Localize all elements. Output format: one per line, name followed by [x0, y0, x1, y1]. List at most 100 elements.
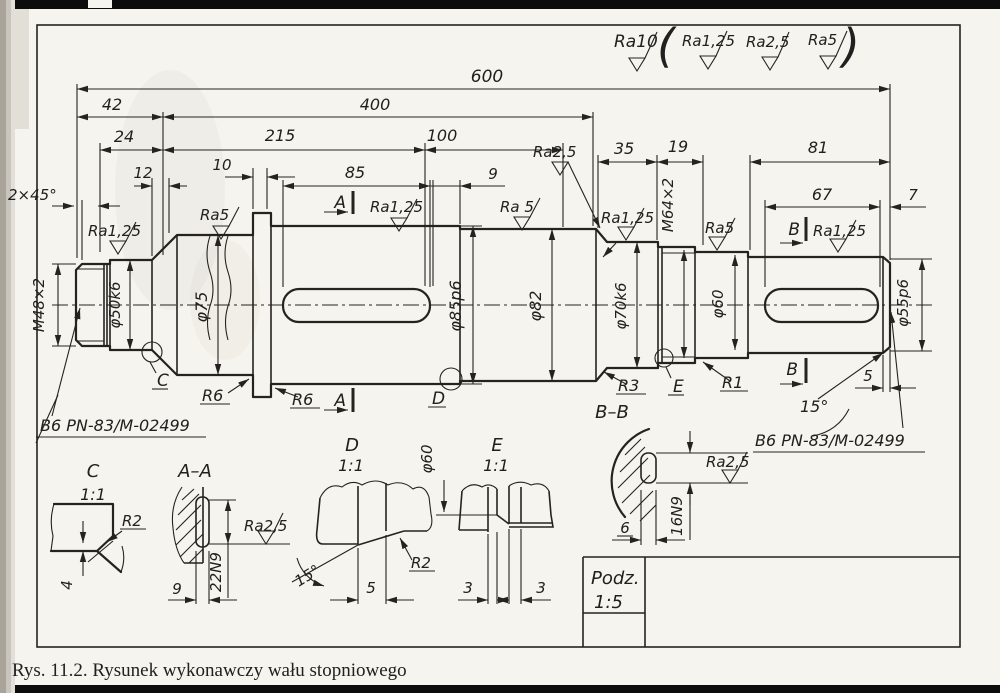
- detail-c-depth: 4: [58, 580, 76, 590]
- detail-view-aa: A–A Ra2,5 22N9 9: [168, 461, 290, 604]
- ra125-note-label: Ra1,25: [682, 32, 735, 50]
- thread-lines: [77, 252, 695, 358]
- extension-lines: [52, 84, 932, 392]
- detail-d-title: D: [345, 435, 359, 456]
- radius-r1: R1: [722, 373, 743, 392]
- dim-chamfer: 2×45°: [8, 186, 57, 204]
- break-lines: [206, 235, 232, 341]
- detail-d-width: 5: [366, 579, 376, 597]
- section-bb-ra: Ra2,5: [706, 453, 749, 471]
- center-hole-note-left: B6 PN-83/M-02499: [40, 416, 190, 435]
- keyway-profile: [195, 496, 210, 548]
- detail-e-scale: 1:1: [483, 456, 509, 475]
- dim-67: 67: [812, 185, 833, 204]
- dim-24: 24: [114, 127, 134, 146]
- dim-400: 400: [360, 95, 391, 114]
- hatching: [175, 488, 204, 564]
- ra5-note-label: Ra5: [808, 31, 837, 49]
- dim-42: 42: [102, 95, 122, 114]
- ra-mark-label: Ra1,25: [370, 198, 423, 216]
- section-markers: A A B B: [324, 191, 808, 414]
- detail-marker-c: C: [157, 371, 169, 391]
- dia-75: φ75: [192, 292, 211, 323]
- dia-55p6: φ55p6: [894, 279, 912, 327]
- title-block-scale-value: 1:5: [594, 592, 623, 613]
- radius-r3: R3: [618, 376, 639, 395]
- section-bb-depth: 6: [620, 519, 630, 537]
- radius-r6-right: R6: [292, 390, 313, 409]
- roughness-icon: [761, 31, 790, 72]
- dim-7: 7: [908, 186, 918, 204]
- center-hole-notes: B6 PN-83/M-02499 B6 PN-83/M-02499: [35, 307, 925, 453]
- dia-82: φ82: [526, 291, 545, 322]
- section-view-bb: B–B Ra2,5 16N9 6: [595, 402, 749, 545]
- detail-d-r2: R2: [411, 554, 431, 572]
- section-b-top: B: [788, 220, 800, 240]
- dim-35: 35: [614, 139, 634, 158]
- detail-e-right: 3: [536, 579, 546, 597]
- section-b-bottom: B: [786, 360, 798, 380]
- ra-mark-label: Ra2,5: [533, 143, 576, 161]
- roughness-icon: [819, 30, 848, 71]
- drawing-frame: [36, 24, 961, 648]
- ra25-note-label: Ra2,5: [746, 33, 789, 51]
- section-bb-width: 16N9: [668, 496, 686, 536]
- ra-mark-label: Ra5: [200, 206, 229, 224]
- ra10-label: Ra10: [614, 32, 658, 52]
- dia-50k6: φ50k6: [106, 281, 124, 328]
- detail-e-title: E: [491, 435, 503, 456]
- dim-81: 81: [808, 138, 828, 157]
- detail-aa-title: A–A: [177, 461, 212, 482]
- title-block-scale-label: Podz.: [591, 568, 639, 589]
- detail-marker-e: E: [673, 377, 684, 397]
- dim-12: 12: [133, 164, 152, 182]
- section-bb-title: B–B: [595, 402, 629, 423]
- detail-d-angle: 15°: [291, 561, 323, 590]
- detail-callouts: C D E R6 R6 R3 R1 15°: [141, 341, 884, 437]
- ra-mark-label: Ra1,25: [88, 222, 141, 240]
- ra-mark-label: Ra 5: [500, 198, 534, 216]
- detail-aa-ra: Ra2,5: [244, 517, 287, 535]
- detail-circle-e: [654, 348, 674, 368]
- detail-c-scale: 1:1: [80, 485, 106, 504]
- detail-aa-width: 22N9: [207, 552, 225, 592]
- detail-view-c: C 1:1 R2 4: [49, 461, 146, 590]
- detail-circle-d: [439, 367, 463, 391]
- detail-d-scale: 1:1: [338, 456, 364, 475]
- roughness-icon: [699, 30, 728, 71]
- chamfer-angle-label: 15°: [800, 397, 828, 416]
- dim-9: 9: [488, 165, 498, 183]
- dia-60: φ60: [709, 290, 727, 319]
- shaft-outline: [52, 211, 936, 399]
- dim-19: 19: [668, 137, 688, 156]
- dim-100: 100: [427, 126, 458, 145]
- diameter-dimensions: M48×2 φ50k6 φ75 φ85p6 φ82 φ70k6 M64×2 φ6…: [30, 178, 926, 384]
- hatching: [617, 438, 657, 522]
- title-block: Podz. 1:5: [582, 556, 960, 647]
- detail-c-r2: R2: [122, 512, 142, 530]
- dim-600: 600: [471, 67, 503, 87]
- detail-c-title: C: [87, 461, 100, 482]
- roughness-icon: [628, 31, 658, 73]
- dia-85p6: φ85p6: [446, 280, 465, 331]
- figure-caption: Rys. 11.2. Rysunek wykonawczy wału stopn…: [12, 660, 407, 681]
- dia-m64: M64×2: [659, 178, 677, 232]
- detail-view-d: D 1:1 15° R2 5: [291, 435, 435, 604]
- detail-aa-depth: 9: [172, 580, 182, 598]
- center-hole-note-right: B6 PN-83/M-02499: [755, 431, 905, 450]
- surface-roughness-marks: Ra1,25 Ra5 Ra1,25 Ra 5 Ra2,5 Ra1,25 Ra5 …: [88, 143, 866, 258]
- detail-marker-d: D: [432, 389, 445, 409]
- dia-m48: M48×2: [30, 278, 48, 332]
- ra-mark-label: Ra1,25: [813, 222, 866, 240]
- length-dimensions: 600 42 400 24 215 100 35 19 81 12 10 85 …: [8, 67, 926, 392]
- ra-mark-label: Ra1,25: [601, 209, 654, 227]
- detail-view-e: E 1:1 φ60 3 3: [418, 435, 554, 604]
- general-roughness-note: Ra10 ( Ra1,25 Ra2,5 Ra5 ): [614, 19, 860, 73]
- section-a-bottom: A: [333, 391, 346, 411]
- dim-10: 10: [212, 156, 231, 174]
- detail-e-dia: φ60: [418, 445, 436, 474]
- dim-85: 85: [345, 163, 365, 182]
- keyway-profile: [640, 452, 657, 484]
